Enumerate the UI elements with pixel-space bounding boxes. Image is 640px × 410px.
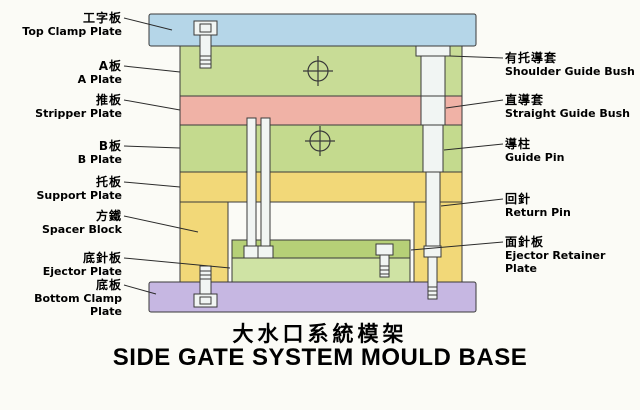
bottom-clamp-plate-shape <box>148 281 477 313</box>
ejector-pin-1-base <box>243 245 260 259</box>
plates <box>148 13 477 313</box>
bolt-shaft <box>427 256 438 300</box>
shoulder-guide-bush-flange <box>415 45 451 57</box>
label-support-plate: 托板 Support Plate <box>0 175 122 203</box>
label-spacer-block-zh: 方鐵 <box>95 209 122 223</box>
support-plate-shape <box>179 171 463 203</box>
label-top-clamp-plate: 工字板 Top Clamp Plate <box>0 11 122 39</box>
label-ejector-retainer-plate-zh: 面針板 <box>505 235 545 249</box>
bolt-head <box>375 243 394 256</box>
title-chinese: 大水口系統模架 <box>232 322 408 346</box>
bolt-shaft <box>199 34 212 69</box>
label-top-clamp-plate-zh: 工字板 <box>82 11 122 25</box>
bottom-left-bolt <box>193 265 218 308</box>
ejector-pin-2-base <box>257 245 274 259</box>
guide-pin-body <box>422 124 444 173</box>
stripper-plate-shape <box>179 95 463 126</box>
label-a-plate-en: A Plate <box>77 73 122 86</box>
label-spacer-block: 方鐵 Spacer Block <box>0 209 122 237</box>
label-b-plate-en: B Plate <box>77 153 122 166</box>
label-b-plate-zh: B板 <box>98 139 122 153</box>
label-return-pin: 回針 Return Pin <box>505 192 637 220</box>
label-ejector-plate: 底針板 Ejector Plate <box>0 251 122 279</box>
label-bottom-clamp-plate: 底板 Bottom Clamp Plate <box>0 278 122 319</box>
label-shoulder-guide-bush-en: Shoulder Guide Bush <box>505 65 635 78</box>
bolt-head <box>193 293 218 308</box>
bottom-clamp-bolt <box>423 245 442 300</box>
label-a-plate: A板 A Plate <box>0 59 122 87</box>
label-return-pin-en: Return Pin <box>505 206 571 219</box>
leader-lines <box>123 17 504 295</box>
guide-bush-symbol-b-plate <box>305 126 335 156</box>
bolt-shaft <box>199 265 212 295</box>
guide-bush-symbol-a-plate <box>303 56 333 86</box>
b-plate-shape <box>179 124 463 173</box>
label-top-clamp-plate-en: Top Clamp Plate <box>22 25 122 38</box>
return-pin-body <box>425 171 441 247</box>
label-guide-pin-zh: 導柱 <box>505 137 532 151</box>
label-shoulder-guide-bush-zh: 有托導套 <box>505 51 558 65</box>
title-english: SIDE GATE SYSTEM MOULD BASE <box>112 344 528 371</box>
label-stripper-plate-en: Stripper Plate <box>35 107 122 120</box>
label-ejector-plate-en: Ejector Plate <box>42 265 122 278</box>
label-bottom-clamp-plate-en: Bottom Clamp Plate <box>34 292 122 318</box>
ejector-plate-bolt <box>375 243 394 278</box>
label-spacer-block-en: Spacer Block <box>41 223 122 236</box>
label-a-plate-zh: A板 <box>98 59 122 73</box>
guide-column <box>415 45 451 247</box>
bolt-socket <box>199 296 212 305</box>
label-stripper-plate-zh: 推板 <box>95 93 122 107</box>
ejector-pin-1 <box>246 117 257 247</box>
bolt-head <box>193 20 218 36</box>
label-support-plate-en: Support Plate <box>36 189 122 202</box>
label-stripper-plate: 推板 Stripper Plate <box>0 93 122 121</box>
label-shoulder-guide-bush: 有托導套 Shoulder Guide Bush <box>505 51 637 79</box>
bolt-socket <box>199 23 212 33</box>
label-support-plate-zh: 托板 <box>95 175 122 189</box>
label-ejector-retainer-plate: 面針板 Ejector Retainer Plate <box>505 235 637 276</box>
label-guide-pin-en: Guide Pin <box>505 151 565 164</box>
top-left-bolt <box>193 20 218 69</box>
label-b-plate: B板 B Plate <box>0 139 122 167</box>
label-straight-guide-bush: 直導套 Straight Guide Bush <box>505 93 637 121</box>
center-ejector-pins <box>243 117 274 259</box>
label-bottom-clamp-plate-zh: 底板 <box>95 278 122 292</box>
label-return-pin-zh: 回針 <box>505 192 532 206</box>
label-straight-guide-bush-zh: 直導套 <box>505 93 545 107</box>
ejector-pin-2 <box>260 117 271 247</box>
label-guide-pin: 導柱 Guide Pin <box>505 137 637 165</box>
straight-guide-bush-body <box>420 95 446 126</box>
shoulder-guide-bush-body <box>420 55 446 97</box>
label-ejector-retainer-plate-en: Ejector Retainer Plate <box>505 249 606 275</box>
label-ejector-plate-zh: 底針板 <box>82 251 122 265</box>
label-straight-guide-bush-en: Straight Guide Bush <box>505 107 630 120</box>
